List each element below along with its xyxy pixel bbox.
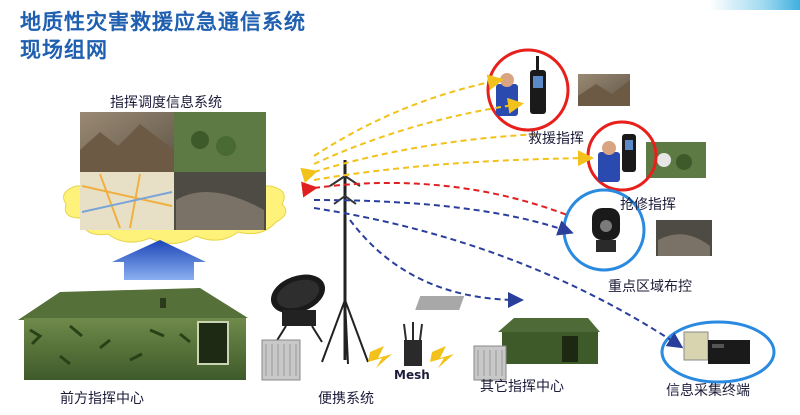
handheld-radio-icon xyxy=(486,48,570,132)
red-link xyxy=(301,181,571,217)
blue-links xyxy=(313,199,684,349)
yellow-links xyxy=(300,74,594,184)
label-portable-system: 便携系统 xyxy=(318,391,374,407)
mesh-router-icon xyxy=(403,322,423,366)
disaster-photo-collage xyxy=(80,112,266,230)
label-area-monitor: 重点区域布控 xyxy=(608,279,692,295)
title-line-2: 现场组网 xyxy=(20,38,108,62)
label-dispatch-system: 指挥调度信息系统 xyxy=(110,95,222,111)
label-front-command: 前方指挥中心 xyxy=(60,391,144,407)
repair-radio-icon xyxy=(586,120,658,192)
uplink-arrow-icon xyxy=(112,240,206,280)
data-terminal-icon xyxy=(660,320,776,384)
other-command-tent-icon xyxy=(498,318,600,364)
tent-icon xyxy=(18,288,248,380)
label-other-command: 其它指挥中心 xyxy=(480,379,564,395)
satellite-dish-icon xyxy=(270,274,326,343)
lightning-icon xyxy=(368,346,454,368)
rescue-photo xyxy=(578,74,630,106)
label-rescue-command: 救援指挥 xyxy=(528,131,584,147)
server-case-icon xyxy=(261,339,301,381)
label-info-terminal: 信息采集终端 xyxy=(666,383,750,399)
ptz-camera-icon xyxy=(562,188,646,272)
corner-decoration xyxy=(710,0,800,10)
label-repair-command: 抢修指挥 xyxy=(620,197,676,213)
antenna-mast-icon xyxy=(321,160,369,365)
rooftop-device-icon xyxy=(415,296,465,310)
other-command-server-icon xyxy=(473,345,507,381)
area-photo xyxy=(656,220,712,256)
title-line-1: 地质性灾害救援应急通信系统 xyxy=(20,10,306,34)
page-title: 地质性灾害救援应急通信系统 现场组网 xyxy=(20,8,306,64)
label-mesh: Mesh xyxy=(394,368,430,382)
